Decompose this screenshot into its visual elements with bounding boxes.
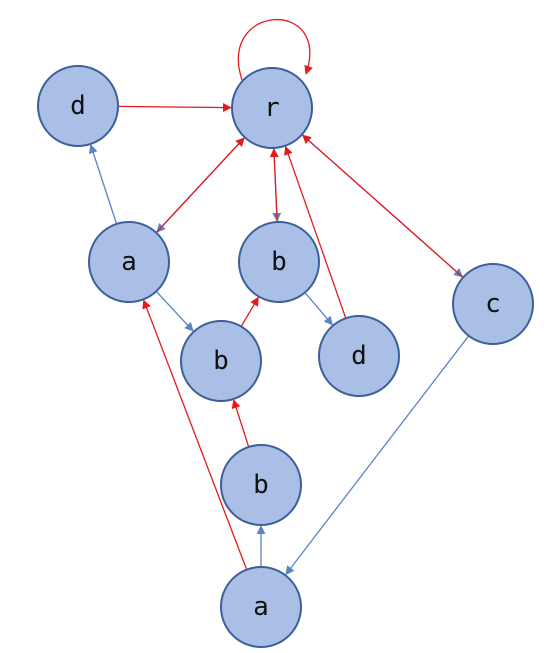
edge-n_c-to-n_a_bottom — [285, 335, 470, 576]
node-circle — [238, 221, 320, 303]
edge-self-loop-n_r — [237, 18, 313, 81]
edge-n_b_center-to-n_b_right — [240, 296, 259, 327]
edge-n_b_right-to-n_r — [269, 148, 279, 223]
node-label: d — [351, 341, 367, 371]
node-n_b_low: b — [220, 444, 302, 526]
edge-n_b_right-to-n_d_low — [304, 292, 333, 326]
node-n_d_low: d — [318, 315, 400, 397]
edge-n_a_mid-to-n_r — [155, 137, 245, 234]
node-circle — [220, 444, 302, 526]
node-n_b_right: b — [238, 221, 320, 303]
node-label: r — [264, 93, 280, 123]
node-label: c — [485, 289, 501, 319]
edge-n_d_low-to-n_r — [284, 145, 347, 319]
edge-n_c-to-n_r — [302, 134, 464, 278]
edge-n_a_mid-to-n_d_top — [88, 144, 118, 225]
node-circle — [318, 315, 400, 397]
node-label: a — [121, 247, 137, 277]
node-n_a_bottom: a — [220, 566, 302, 648]
edge-n_d_top-to-n_r — [117, 103, 232, 113]
node-label: d — [70, 91, 86, 121]
edge-n_a_mid-to-n_b_center — [155, 290, 194, 332]
node-label: b — [253, 470, 269, 500]
node-circle — [180, 320, 262, 402]
node-n_b_center: b — [180, 320, 262, 402]
node-label: b — [271, 247, 287, 277]
node-n_r: r — [231, 67, 313, 149]
edge-n_b_low-to-n_b_center — [231, 399, 250, 448]
node-circle — [231, 67, 313, 149]
node-circle — [220, 566, 302, 648]
node-n_c: c — [452, 263, 534, 345]
edge-n_a_bottom-to-n_a_mid — [142, 299, 248, 570]
node-n_a_mid: a — [88, 221, 170, 303]
node-circle — [452, 263, 534, 345]
node-label: a — [253, 592, 269, 622]
node-circle — [88, 221, 170, 303]
node-n_d_top: d — [37, 65, 119, 147]
edges-layer — [88, 18, 470, 576]
node-circle — [37, 65, 119, 147]
nodes-layer: d r a b c b d b a — [37, 65, 534, 648]
node-label: b — [213, 346, 229, 376]
